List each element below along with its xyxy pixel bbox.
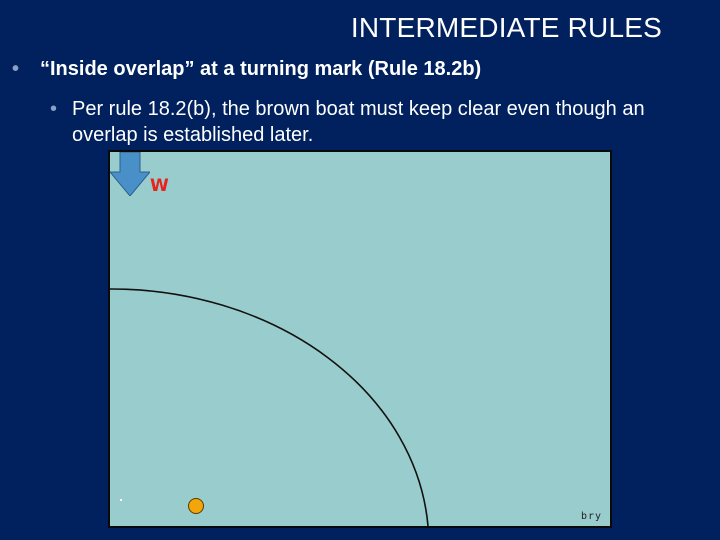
- bullet-marker: •: [12, 58, 20, 80]
- mark-speck: [120, 499, 122, 501]
- rules-diagram: W bry: [108, 150, 612, 528]
- brown-boat-icon: [188, 498, 204, 514]
- wind-label: W: [150, 176, 169, 196]
- bullet-main: • “Inside overlap” at a turning mark (Rul…: [12, 58, 710, 81]
- down-arrow-icon: [110, 152, 150, 196]
- zone-circle-drawing: [110, 288, 429, 526]
- bullet-sub-text: Per rule 18.2(b), the brown boat must ke…: [72, 98, 645, 146]
- bullet-sub: • Per rule 18.2(b), the brown boat must …: [50, 96, 680, 148]
- signature-text: bry: [580, 511, 602, 522]
- slide-title: INTERMEDIATE RULES: [350, 12, 662, 43]
- bullet-main-text: “Inside overlap” at a turning mark (Rule…: [40, 58, 482, 80]
- zone-circle-arc: [110, 288, 429, 526]
- bullet-sub-marker: •: [50, 98, 58, 120]
